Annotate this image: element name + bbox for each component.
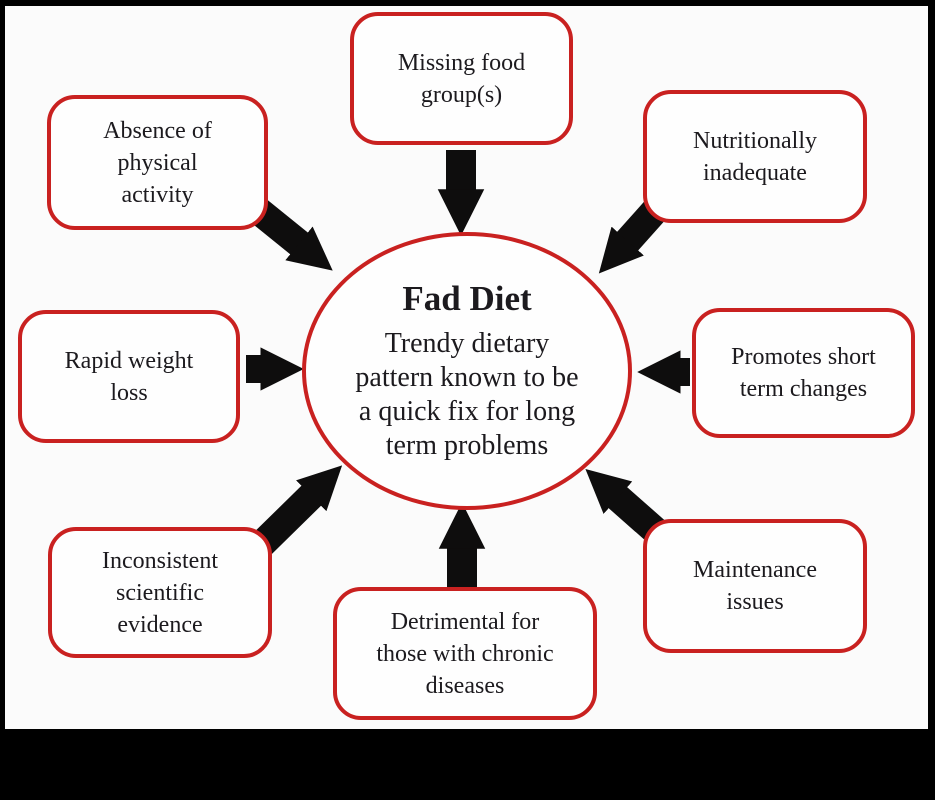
frame-top-strip (0, 0, 935, 6)
node-label-line: physical (117, 149, 198, 176)
node-maintenance-issues: Maintenance issues (643, 519, 867, 653)
node-label-line: scientific (116, 579, 204, 606)
frame-left-strip (0, 0, 5, 729)
node-inconsistent-scientific-evidence: Inconsistent scientific evidence (48, 527, 272, 658)
node-absence-of-physical-activity: Absence of physical activity (47, 95, 268, 230)
node-label-line: Missing food (397, 49, 526, 76)
node-promotes-short-term-changes: Promotes short term changes (692, 308, 915, 438)
node-label-line: activity (121, 181, 194, 208)
node-label-line: Detrimental for (390, 608, 540, 635)
center-description-line: term problems (385, 430, 549, 461)
center-title: Fad Diet (402, 279, 532, 318)
center-description: Trendy dietary pattern known to be a qui… (355, 327, 578, 463)
node-label-line: Rapid weight (64, 347, 194, 374)
node-nutritionally-inadequate: Nutritionally inadequate (643, 90, 867, 223)
center-description-line: a quick fix for long (358, 396, 576, 427)
frame-right-strip (928, 0, 935, 729)
node-label-line: diseases (425, 672, 505, 699)
node-detrimental-chronic-diseases: Detrimental for those with chronic disea… (333, 587, 597, 720)
center-description-line: Trendy dietary (384, 328, 550, 359)
node-label-line: Maintenance (693, 557, 817, 583)
node-rapid-weight-loss: Rapid weight loss (18, 310, 240, 443)
node-missing-food-groups: Missing food group(s) (350, 12, 573, 145)
node-label-line: loss (110, 379, 148, 406)
node-label-line: Promotes short (731, 344, 876, 370)
arrow-from-inconsistent-scientific-evidence (249, 465, 343, 557)
center-description-line: pattern known to be (355, 362, 579, 393)
node-label-line: term changes (739, 376, 868, 402)
node-label-line: Nutritionally (693, 127, 817, 154)
node-label-line: Absence of (103, 117, 212, 144)
node-label-line: issues (726, 589, 784, 615)
node-label-line: group(s) (420, 81, 503, 108)
center-node-fad-diet: Fad Diet Trendy dietary pattern known to… (302, 232, 632, 510)
frame-bottom-band (0, 729, 935, 800)
node-label-line: those with chronic (376, 640, 554, 667)
node-label-line: evidence (117, 611, 203, 638)
node-label-line: Inconsistent (102, 547, 218, 574)
node-label-line: inadequate (703, 159, 807, 186)
